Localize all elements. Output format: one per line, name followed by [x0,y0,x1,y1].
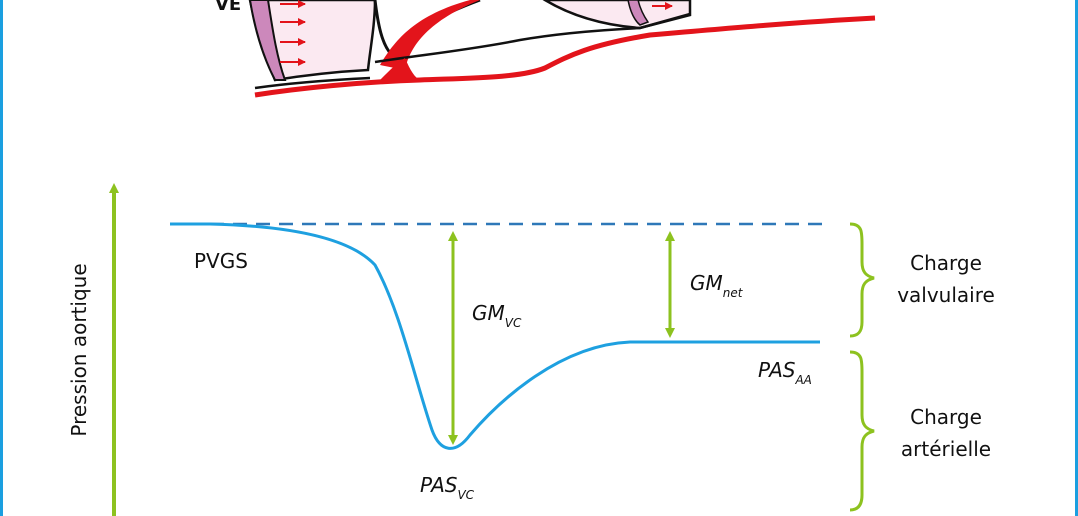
ventricle-wall [248,0,287,81]
arterial-brace [849,350,875,512]
valve-base-red [380,58,420,80]
y-axis-label: Pression aortique [67,263,91,436]
gm-net-label: GMnet [690,271,744,300]
pas-vc-label: PASVC [420,473,475,502]
aorta-wall [627,0,650,26]
valve-leaflet [380,0,480,70]
gm-vc-label: GMVC [472,301,522,330]
pressure-curve [170,222,820,450]
arterial-load-line2: artérielle [901,437,991,461]
vessel-wall-red [254,15,876,98]
arterial-load-line1: Charge [910,405,982,429]
vessel-black-base [254,76,371,90]
pvgs-label: PVGS [194,249,248,273]
heart-schematic: VE [215,0,876,98]
valvular-load-line1: Charge [910,251,982,275]
flow-arrows-left [280,0,306,66]
aorta-chamber [542,0,692,30]
heart-label: VE [215,0,241,15]
pas-aa-label: PASAA [758,358,812,387]
valvular-brace [849,222,875,338]
vessel-outline [374,12,691,64]
valvular-load-line2: valvulaire [897,283,995,307]
